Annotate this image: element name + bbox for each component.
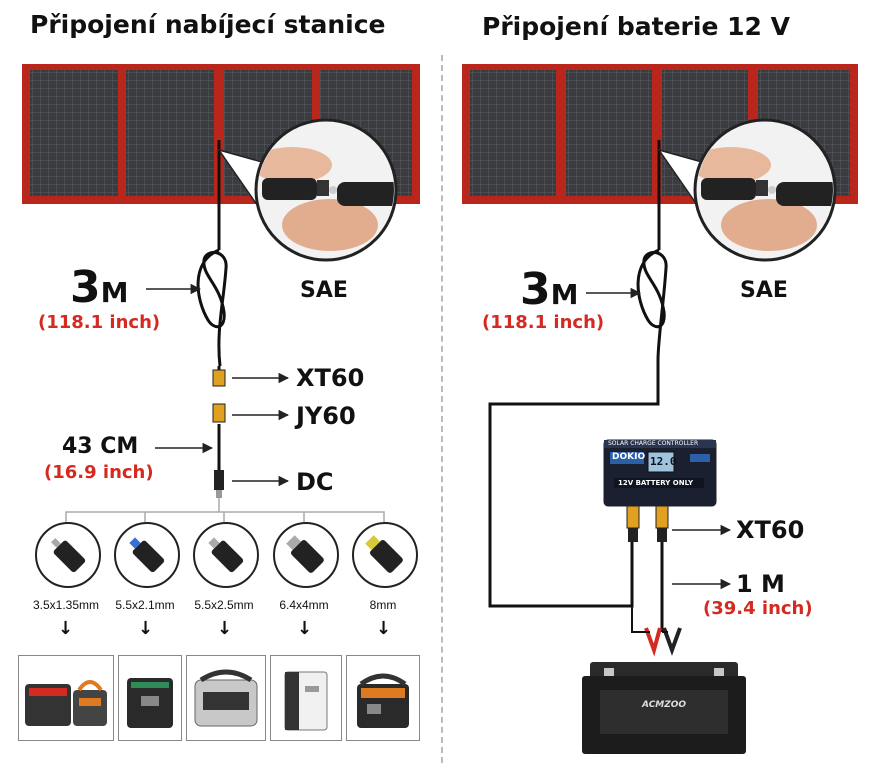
right-sae-zoom — [657, 118, 837, 262]
clamp-black — [662, 627, 682, 656]
down-arrow: ↓ — [138, 618, 154, 639]
down-arrow: ↓ — [58, 618, 74, 639]
jy60-label: JY60 — [296, 402, 356, 430]
device-green-station — [118, 655, 182, 741]
dc-plug — [214, 470, 224, 490]
adapter-length-inch: (16.9 inch) — [44, 462, 154, 483]
right-sae-label: SAE — [740, 278, 788, 303]
tip-label: 5.5x2.1mm — [115, 598, 175, 612]
charge-controller — [603, 439, 717, 507]
clamp-red — [644, 627, 662, 657]
device-silver-station — [186, 655, 266, 741]
panel-divider — [441, 55, 443, 763]
jy60-plug — [212, 403, 226, 423]
right-cable-length-inch: (118.1 inch) — [482, 312, 605, 333]
left-sae-label: SAE — [300, 278, 348, 303]
controller-header: SOLAR CHARGE CONTROLLER — [608, 440, 699, 447]
adapter-length: 43 CM — [62, 434, 139, 459]
clamp-length: 1 M — [736, 570, 785, 598]
right-cable — [488, 140, 668, 632]
tip-label: 3.5x1.35mm — [32, 598, 100, 612]
right-cable-length-number: 3M — [520, 264, 579, 315]
down-arrow: ↓ — [217, 618, 233, 639]
clamp-length-inch: (39.4 inch) — [703, 598, 813, 619]
tip-5-5x2-5 — [193, 522, 259, 588]
tip-8mm — [352, 522, 418, 588]
device-white-station — [270, 655, 342, 741]
dc-tip — [216, 490, 222, 498]
tip-label: 6.4x4mm — [279, 598, 329, 612]
tip-3-5x1-35 — [35, 522, 101, 588]
controller-label: 12V BATTERY ONLY — [618, 479, 694, 487]
right-cable-length-unit: M — [550, 278, 579, 311]
dc-label: DC — [296, 468, 334, 496]
left-cable-length-inch: (118.1 inch) — [38, 312, 161, 333]
xt60-plug-right-a — [626, 505, 640, 529]
battery-brand: ACMZOO — [642, 700, 687, 710]
tip-label: 5.5x2.5mm — [194, 598, 254, 612]
left-title: Připojení nabíjecí stanice — [30, 10, 386, 39]
device-power-stations — [18, 655, 114, 741]
down-arrow: ↓ — [376, 618, 392, 639]
left-cable-length-unit: M — [100, 276, 129, 309]
xt60-label-right: XT60 — [736, 516, 805, 544]
down-arrow: ↓ — [297, 618, 313, 639]
controller-brand: DOKIO — [612, 452, 646, 462]
tip-label: 8mm — [369, 598, 397, 612]
xt60-label-left: XT60 — [296, 364, 365, 392]
xt60-plug-left — [212, 369, 226, 387]
device-orange-station — [346, 655, 420, 741]
right-title: Připojení baterie 12 V — [482, 12, 790, 41]
tip-6-4x4 — [273, 522, 339, 588]
left-cable — [196, 140, 228, 470]
left-cable-length-number: 3M — [70, 262, 129, 313]
xt60-plug-right-b — [655, 505, 669, 529]
left-sae-zoom — [217, 118, 398, 262]
tip-5-5x2-1 — [114, 522, 180, 588]
controller-display: 12.0 — [650, 455, 677, 468]
battery — [582, 662, 746, 754]
